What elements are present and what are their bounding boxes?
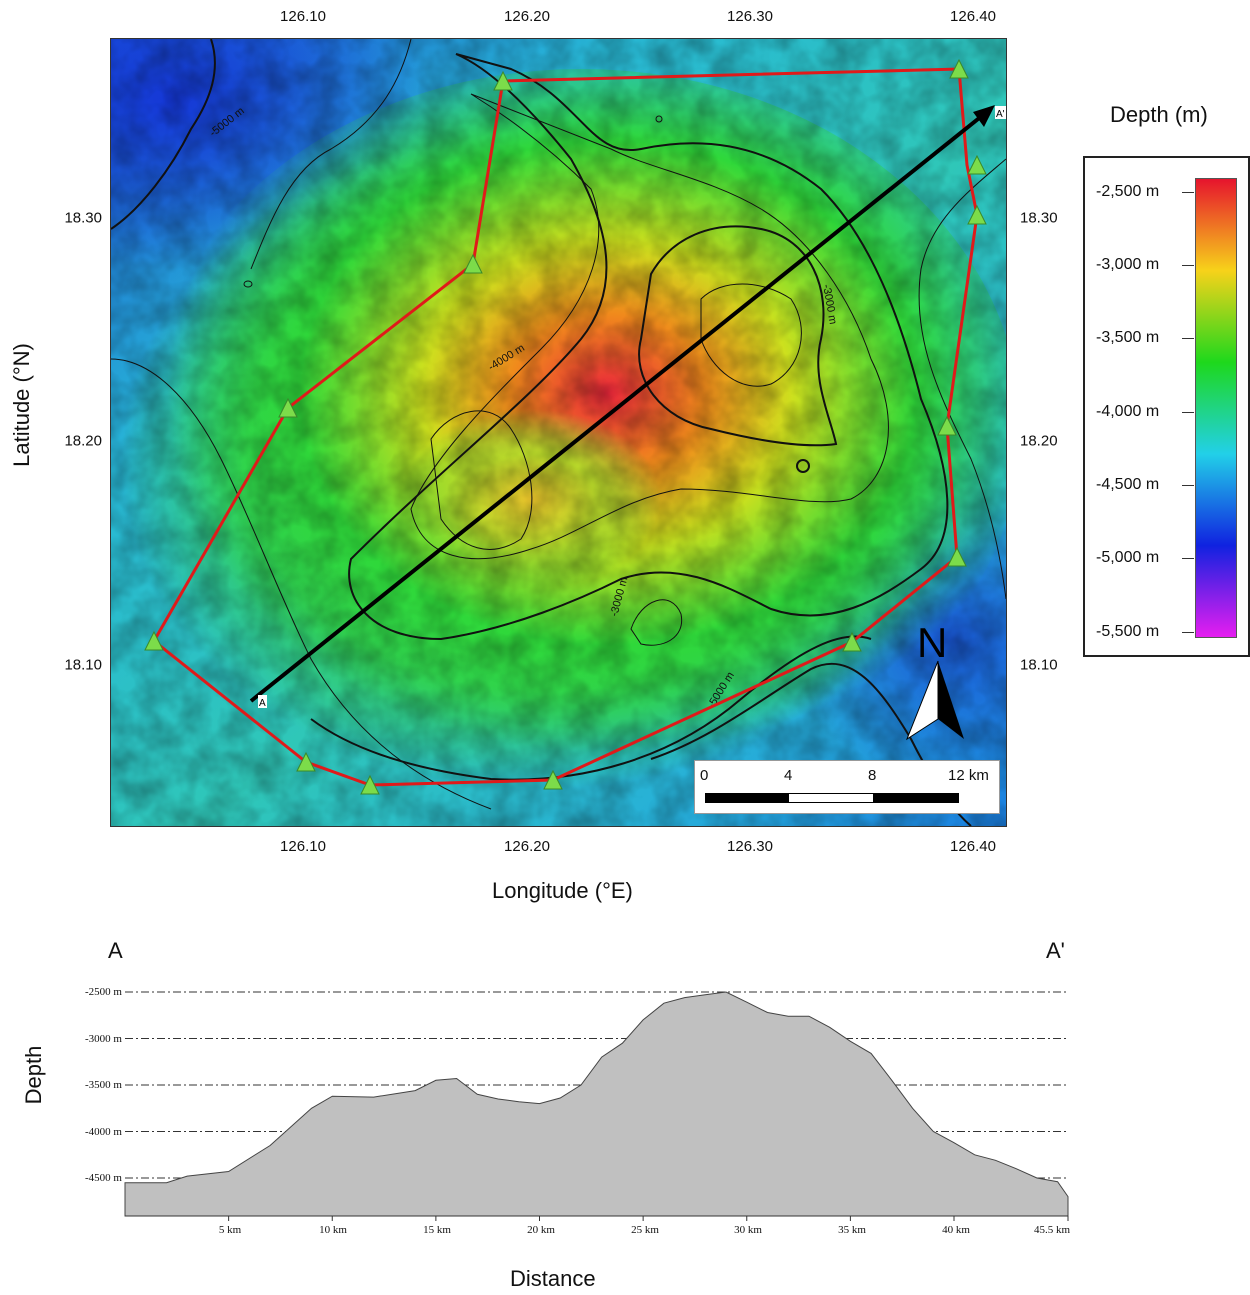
profile-y-tick: -4000 m (85, 1126, 122, 1138)
profile-x-tick: 35 km (838, 1224, 866, 1236)
station-marker[interactable] (278, 397, 298, 418)
north-arrow: N (905, 619, 964, 741)
legend-label: -3,000 m (1096, 256, 1160, 273)
profile-area[interactable] (124, 991, 1069, 1217)
profile-y-tick: -4500 m (85, 1172, 122, 1184)
depth-legend (1083, 156, 1250, 657)
legend-tick (1182, 265, 1194, 266)
legend-label: -5,500 m (1096, 623, 1160, 640)
station-marker[interactable] (947, 546, 967, 567)
y-tick-right: 18.30 (1020, 209, 1058, 227)
scale-label: 8 (868, 767, 877, 784)
scale-label: 4 (784, 767, 793, 784)
profile-x-tick: 45.5 km (1033, 1224, 1071, 1236)
cross-section-line (249, 105, 995, 703)
x-tick-bottom: 126.30 (727, 838, 773, 855)
legend-label: -4,000 m (1096, 403, 1160, 420)
section-start-label: A (259, 698, 266, 709)
y-tick-right: 18.20 (1020, 432, 1058, 450)
profile-x-tick: 10 km (319, 1224, 347, 1236)
profile-x-ticks (228, 1216, 1069, 1221)
station-marker[interactable] (967, 204, 987, 225)
y-tick-left: 18.10 (64, 656, 102, 674)
profile-start-label: A (108, 938, 123, 963)
profile-x-tick: 40 km (942, 1224, 970, 1236)
survey-stations (144, 58, 987, 795)
x-tick-bottom: 126.40 (950, 838, 996, 855)
x-tick-top: 126.40 (950, 8, 996, 25)
profile-x-tick: 20 km (527, 1224, 555, 1236)
profile-x-tick: 25 km (631, 1224, 659, 1236)
profile-x-tick: 15 km (423, 1224, 451, 1236)
y-tick-right: 18.10 (1020, 656, 1058, 674)
station-marker[interactable] (949, 58, 969, 79)
x-tick-top: 126.20 (504, 8, 550, 25)
map-x-axis-title: Longitude (°E) (492, 878, 633, 903)
map-svg: -5000 m -4000 m -3000 m -3000 m -5000 m (111, 39, 1006, 826)
scale-label: 12 km (948, 767, 989, 784)
legend-tick (1182, 558, 1194, 559)
profile-x-tick: 5 km (218, 1224, 242, 1236)
legend-label: -4,500 m (1096, 476, 1160, 493)
station-marker[interactable] (463, 253, 483, 274)
profile-x-axis-title: Distance (510, 1266, 596, 1291)
station-marker[interactable] (144, 630, 164, 651)
legend-label: -5,000 m (1096, 549, 1160, 566)
profile-y-tick: -3500 m (85, 1079, 122, 1091)
station-marker[interactable] (967, 154, 987, 175)
scale-segment (705, 793, 789, 803)
legend-label: -3,500 m (1096, 329, 1160, 346)
legend-tick (1182, 632, 1194, 633)
legend-tick (1182, 192, 1194, 193)
section-end-label: A' (996, 109, 1005, 120)
north-label: N (917, 619, 947, 666)
profile-y-tick: -2500 m (85, 986, 122, 998)
legend-tick (1182, 412, 1194, 413)
x-tick-bottom: 126.10 (280, 838, 326, 855)
scale-label: 0 (700, 767, 709, 784)
scale-segment (789, 793, 873, 803)
y-tick-left: 18.30 (64, 209, 102, 227)
contour-lines (111, 39, 1006, 826)
x-tick-top: 126.10 (280, 8, 326, 25)
scale-segment (873, 793, 959, 803)
x-tick-top: 126.30 (727, 8, 773, 25)
station-marker[interactable] (842, 631, 862, 652)
legend-label: -2,500 m (1096, 183, 1160, 200)
x-tick-bottom: 126.20 (504, 838, 550, 855)
profile-y-tick: -3000 m (85, 1033, 122, 1045)
station-marker[interactable] (937, 415, 957, 436)
scale-bar: 0 4 8 12 km (694, 760, 1000, 814)
profile-y-axis-title: Depth (21, 1045, 46, 1105)
station-marker[interactable] (360, 774, 380, 795)
legend-tick (1182, 485, 1194, 486)
color-ramp (1195, 178, 1237, 638)
legend-title: Depth (m) (1110, 102, 1208, 127)
bathymetry-map[interactable]: -5000 m -4000 m -3000 m -3000 m -5000 m (110, 38, 1007, 827)
station-marker[interactable] (493, 70, 513, 91)
y-tick-left: 18.20 (64, 432, 102, 450)
profile-end-label: A' (1046, 938, 1065, 963)
profile-x-tick: 30 km (734, 1224, 762, 1236)
station-marker[interactable] (543, 769, 563, 790)
station-marker[interactable] (296, 751, 316, 772)
legend-tick (1182, 338, 1194, 339)
